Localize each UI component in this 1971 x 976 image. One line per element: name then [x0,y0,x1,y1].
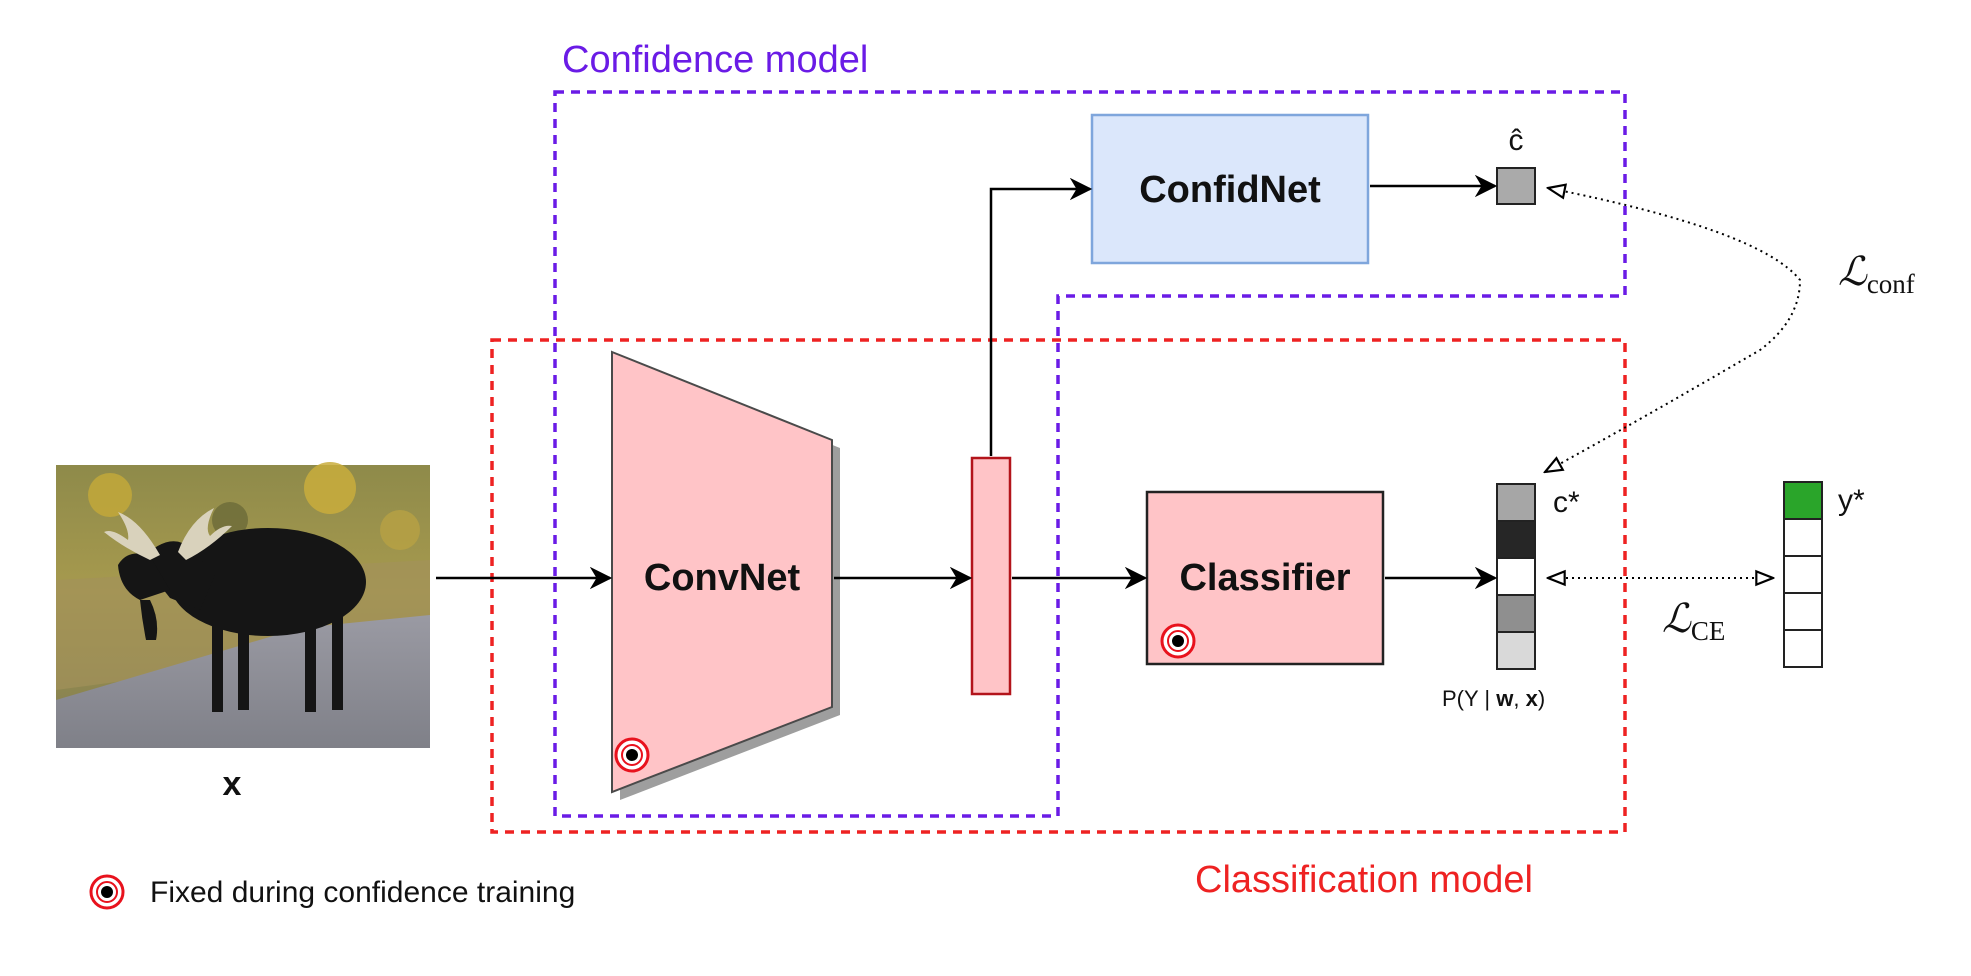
convnet-fixed-marker [614,737,650,773]
y-star-label: y* [1838,484,1865,517]
legend-label: Fixed during confidence training [150,876,575,909]
onehot-cell [1783,629,1823,668]
probability-cell [1496,520,1536,559]
c-hat-label: ĉ [1509,124,1524,157]
convnet-block [611,350,833,794]
c-hat-cell [1496,167,1536,205]
classification-model-label: Classification model [1195,859,1533,901]
input-image [56,462,430,748]
c-star-label: c* [1553,486,1580,519]
onehot-cell [1783,555,1823,594]
confidence-model-region [553,90,1627,818]
classifier-label: Classifier [1179,557,1350,599]
probability-cell [1496,594,1536,633]
convnet-label: ConvNet [644,557,801,599]
prob-caption: P(Y | w, x) [1442,686,1545,711]
probability-cell [1496,483,1536,522]
probability-vector [1496,483,1536,670]
onehot-cell [1783,592,1823,631]
onehot-vector [1783,481,1823,668]
input-x-label: x [223,765,242,803]
confidence-model-label: Confidence model [562,39,868,81]
ce-loss-label: ℒCE [1662,596,1725,646]
onehot-cell [1783,518,1823,557]
confidnet-block [1090,113,1370,265]
onehot-cell [1783,481,1823,520]
conf-loss-label: ℒconf [1838,249,1915,299]
classifier-fixed-marker [1160,623,1196,659]
conf-loss-connector [1545,188,1802,472]
feature-vector [970,456,1012,696]
confidnet-label: ConfidNet [1139,169,1321,211]
arrow-feature-to-confidnet [989,177,1093,456]
classifier-block [1145,490,1385,666]
probability-cell [1496,557,1536,596]
probability-cell [1496,631,1536,670]
legend-fixed-marker [89,874,125,910]
